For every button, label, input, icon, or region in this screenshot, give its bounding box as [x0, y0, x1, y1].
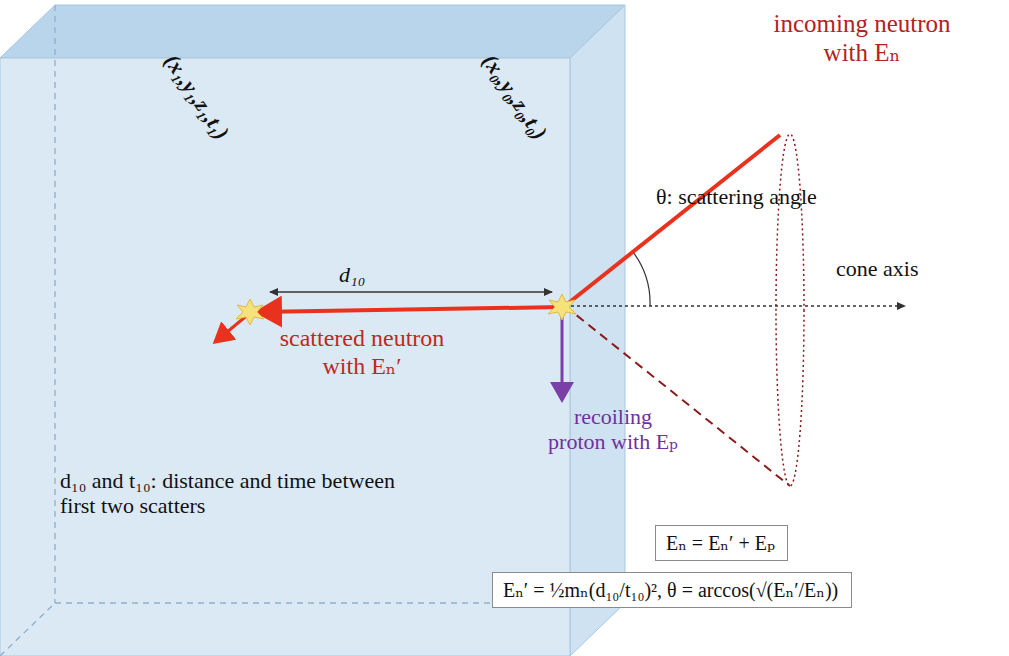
- formula-box: Eₙ = Eₙ′ + Eₚ: [655, 525, 788, 561]
- cone-edge: [565, 306, 790, 486]
- distance-arrow: [270, 291, 552, 292]
- hidden-edges: [0, 5, 625, 656]
- cone-axis: [565, 305, 905, 306]
- angle-arc: [633, 252, 650, 306]
- annotation-label: scattered neutron with Eₙ′: [272, 325, 452, 380]
- formula-text: Eₙ = Eₙ′ + Eₚ: [666, 532, 775, 554]
- annotation-label: incoming neutron with Eₙ: [762, 10, 962, 68]
- incoming-neutron: [566, 135, 780, 305]
- formula-text: Eₙ′ = ½mₙ(d₁₀/t₁₀)², θ = arccos(√(Eₙ′/Eₙ…: [503, 579, 838, 601]
- cube-top: [0, 5, 625, 58]
- annotation-label: d₁₀: [336, 262, 368, 287]
- scatter-burst: [236, 299, 264, 325]
- annotation-label: θ: scattering angle: [656, 184, 876, 209]
- annotation-label: cone axis: [836, 256, 976, 281]
- cube-side: [570, 5, 625, 656]
- cube-front: [0, 58, 570, 656]
- annotation-label: d₁₀ and t₁₀: distance and time between f…: [60, 468, 400, 519]
- formula-box: Eₙ′ = ½mₙ(d₁₀/t₁₀)², θ = arccos(√(Eₙ′/Eₙ…: [492, 572, 852, 608]
- recoil-proton: [561, 310, 564, 400]
- annotation-label: recoiling proton with Eₚ: [548, 404, 678, 455]
- scatter-burst: [548, 294, 576, 320]
- scattered-neutron: [258, 307, 562, 312]
